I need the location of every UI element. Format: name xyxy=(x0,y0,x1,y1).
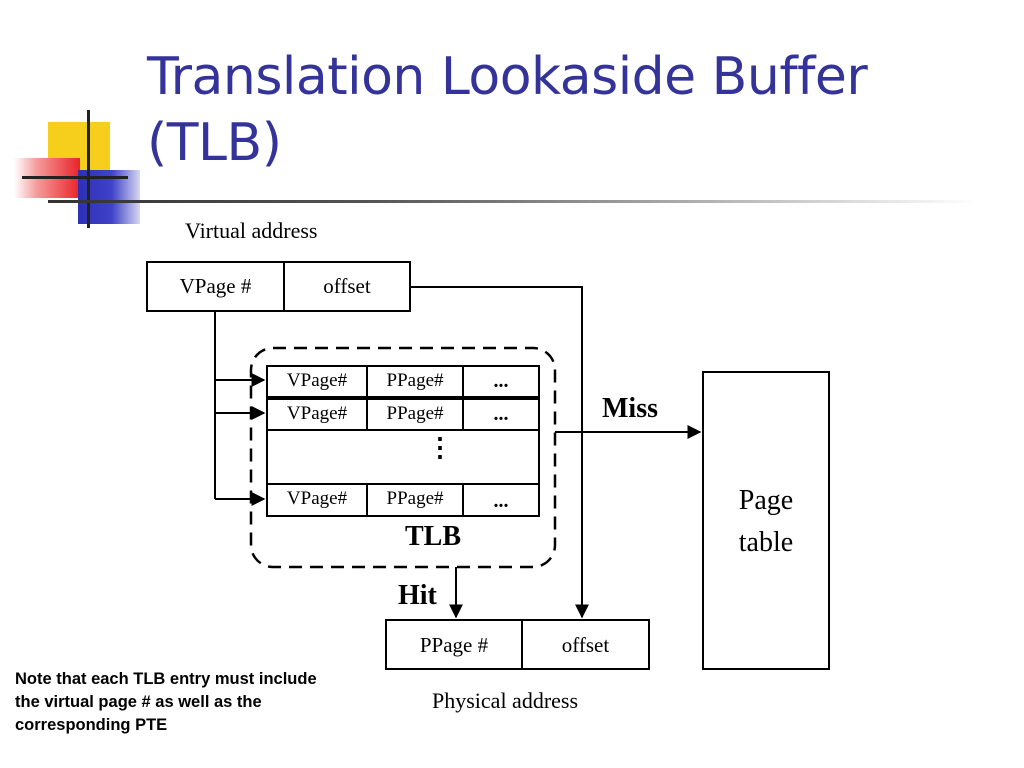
tlb-row-1-vpage: VPage# xyxy=(286,370,348,391)
tlb-row-1 xyxy=(266,365,540,398)
miss-label: Miss xyxy=(602,393,658,424)
decorative-horizontal-line xyxy=(22,176,128,179)
slide-title: Translation Lookaside Buffer (TLB) xyxy=(147,47,868,173)
page-table-label-line1: Page xyxy=(738,485,794,516)
page-table-label-line2: table xyxy=(738,527,794,558)
virtual-offset-label: offset xyxy=(323,274,371,298)
physical-address-box xyxy=(385,619,650,670)
title-divider xyxy=(48,200,978,203)
tlb-boundary xyxy=(249,346,557,569)
tlb-row-2-more: ... xyxy=(493,403,509,425)
tlb-row-3-more: ... xyxy=(493,490,509,512)
tlb-table xyxy=(266,365,540,517)
vpage-label: VPage # xyxy=(179,274,252,298)
tlb-label: TLB xyxy=(405,521,462,552)
decorative-vertical-line xyxy=(87,110,90,228)
ppage-label: PPage # xyxy=(419,633,489,657)
tlb-row-3 xyxy=(266,483,540,517)
tlb-note: Note that each TLB entry must include th… xyxy=(15,670,317,734)
hit-label: Hit xyxy=(398,580,437,611)
offset-to-physical-arrow xyxy=(410,286,589,619)
tlb-row-3-vpage: VPage# xyxy=(286,488,348,509)
tlb-row-2 xyxy=(266,398,540,431)
physical-address-caption: Physical address xyxy=(432,688,579,713)
tlb-row-1-ppage: PPage# xyxy=(386,370,444,391)
tlb-row-3-ppage: PPage# xyxy=(386,488,444,509)
tlb-row-1-more: ... xyxy=(493,370,509,392)
virtual-address-caption: Virtual address xyxy=(185,218,318,243)
tlb-row-2-vpage: VPage# xyxy=(286,403,348,424)
tlb-ellipsis: ⋮ xyxy=(427,433,453,462)
page-table-box xyxy=(702,371,830,670)
tlb-row-2-ppage: PPage# xyxy=(386,403,444,424)
virtual-address-box xyxy=(146,261,411,312)
physical-offset-label: offset xyxy=(561,633,610,657)
